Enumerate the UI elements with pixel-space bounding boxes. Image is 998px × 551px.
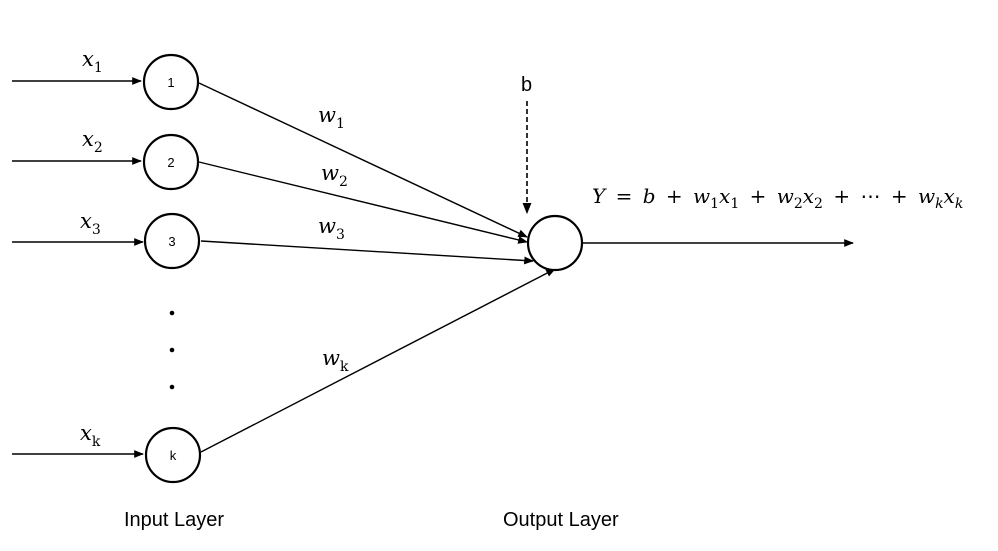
input-node-2-label: 2	[167, 155, 174, 170]
output-node	[526, 214, 584, 272]
weight-label-w2: w2	[321, 161, 348, 190]
input-node-k-label: k	[170, 448, 177, 463]
input-node-1-label: 1	[167, 75, 174, 90]
input-var-xk: xk	[80, 421, 101, 450]
input-var-x1: x1	[82, 47, 103, 76]
input-layer-label: Input Layer	[124, 509, 224, 531]
bias-label: b	[521, 74, 532, 96]
input-node-k: k	[144, 426, 202, 484]
weight-label-w3: w3	[318, 214, 345, 243]
weight-edge-3	[200, 240, 534, 265]
weight-label-w1: w1	[318, 103, 345, 132]
output-equation: Y = b + w1x1 + w2x2 + ⋯ + wkxk	[592, 184, 963, 213]
input-node-3-label: 3	[168, 234, 175, 249]
weight-edge-k	[200, 268, 556, 453]
weight-label-wk: wk	[322, 346, 349, 375]
input-node-2: 2	[142, 133, 200, 191]
ellipsis-dot	[169, 384, 175, 390]
weight-edge-2	[198, 161, 528, 244]
input-node-1: 1	[142, 53, 200, 111]
input-var-x3: x3	[80, 209, 101, 238]
input-node-3: 3	[143, 212, 201, 270]
ellipsis-dot	[169, 310, 175, 316]
ellipsis-dot	[169, 347, 175, 353]
input-var-x2: x2	[82, 127, 103, 156]
output-layer-label: Output Layer	[503, 509, 619, 531]
weight-edge-1	[198, 82, 528, 238]
